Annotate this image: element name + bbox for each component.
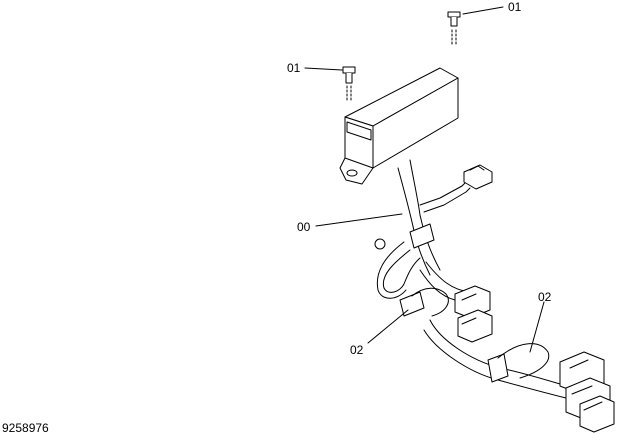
leader-lines [304, 6, 545, 353]
wire-harness [374, 159, 615, 433]
callout-bolt-left: 01 [287, 61, 301, 75]
callout-bolt-top: 01 [508, 0, 522, 14]
callout-harness: 00 [297, 220, 311, 234]
bolt-top [447, 11, 461, 45]
bolt-left [342, 66, 356, 101]
drawing-number: 9258976 [2, 421, 49, 434]
callout-clip-right: 02 [538, 290, 552, 304]
callout-clip-left: 02 [350, 343, 364, 357]
control-box [339, 67, 459, 185]
